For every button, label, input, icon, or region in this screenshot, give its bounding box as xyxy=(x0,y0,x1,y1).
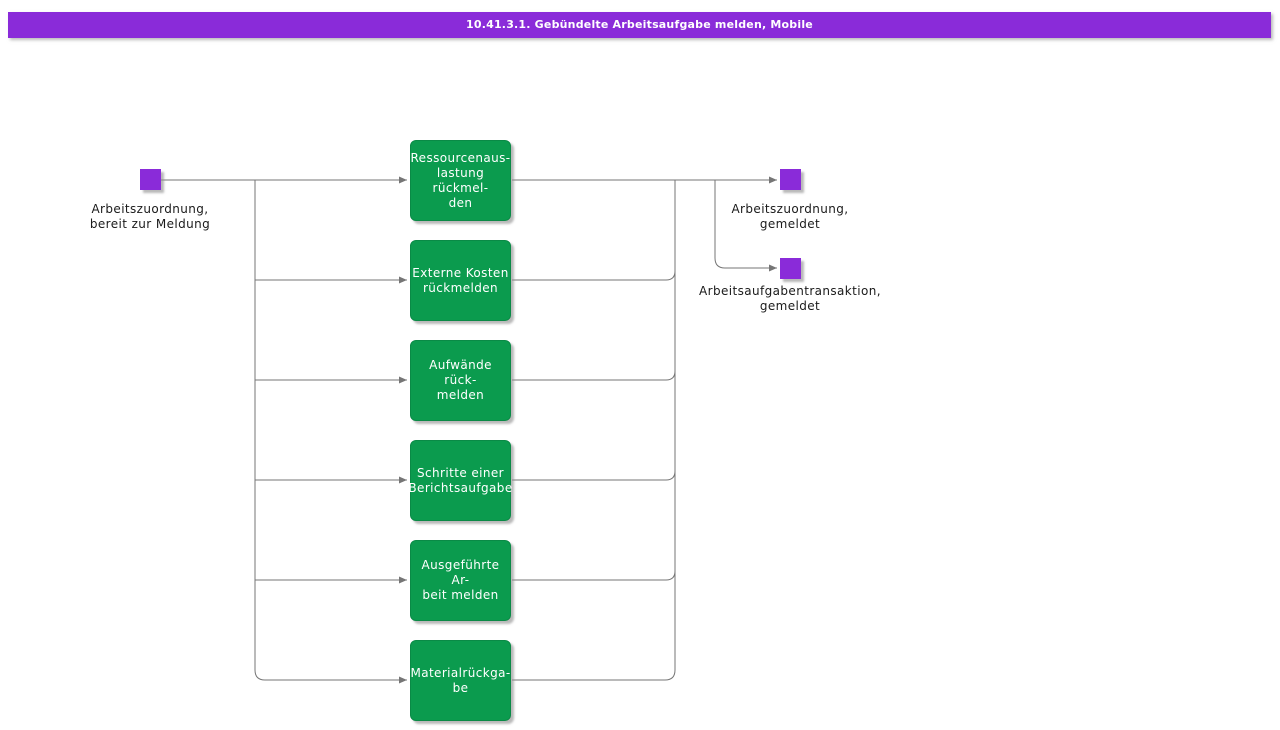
activity-box-aufwaende: Aufwände rück- melden xyxy=(410,340,511,421)
activity-box-externe-kosten: Externe Kosten rückmelden xyxy=(410,240,511,321)
diagram-title: 10.41.3.1. Gebündelte Arbeitsaufgabe mel… xyxy=(8,12,1271,38)
end-event-node-arbeitszuordnung xyxy=(780,169,801,190)
activity-box-schritte-berichtsaufgabe: Schritte einer Berichtsaufgabe xyxy=(408,440,513,521)
activity-box-materialrueckgabe: Materialrückga- be xyxy=(410,640,511,721)
end-event-label-arbeitsaufgabentransaktion: Arbeitsaufgabentransaktion, gemeldet xyxy=(699,284,881,313)
start-event-node xyxy=(140,169,161,190)
activity-label: Ressourcenaus- lastung rückmel- den xyxy=(410,150,511,210)
end-event-label-arbeitszuordnung: Arbeitszuordnung, gemeldet xyxy=(731,202,849,231)
activity-label: Schritte einer Berichtsaufgabe xyxy=(408,465,513,495)
activity-box-ressourcenauslastung: Ressourcenaus- lastung rückmel- den xyxy=(410,140,511,221)
start-event-label: Arbeitszuordnung, bereit zur Meldung xyxy=(89,202,211,231)
activity-label: Materialrückga- be xyxy=(410,665,511,695)
activity-label: Externe Kosten rückmelden xyxy=(412,265,509,295)
activity-box-ausgefuehrte-arbeit: Ausgeführte Ar- beit melden xyxy=(410,540,511,621)
activity-label: Aufwände rück- melden xyxy=(429,358,492,402)
activity-label: Ausgeführte Ar- beit melden xyxy=(421,558,500,602)
end-event-node-arbeitsaufgabentransaktion xyxy=(780,258,801,279)
